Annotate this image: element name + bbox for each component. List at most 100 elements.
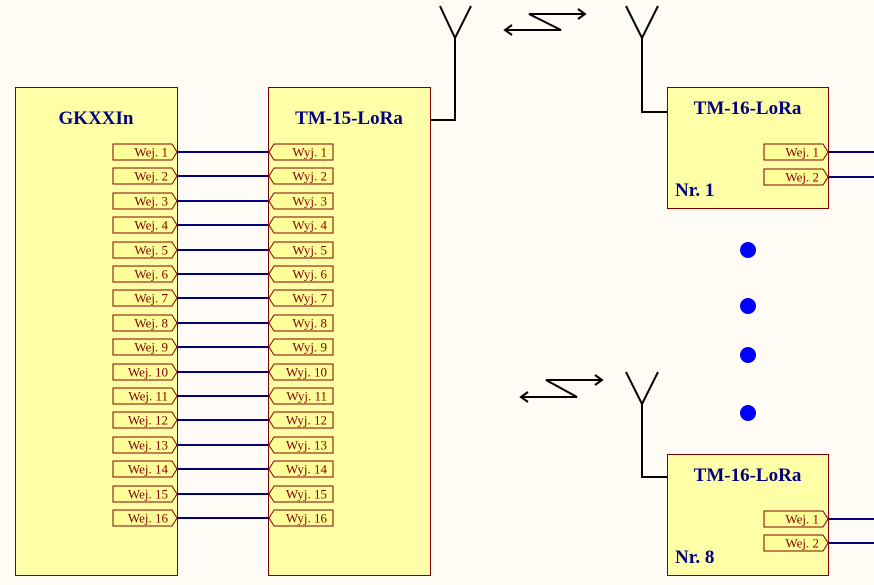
block-title: TM-15-LoRa: [295, 108, 403, 129]
port-3[interactable]: Wej. 3: [112, 192, 178, 210]
port-label: Wyj. 14: [286, 462, 328, 477]
port-label: Wej. 9: [134, 340, 168, 355]
antenna-icon-tm15: [430, 5, 472, 121]
port-label: Wyj. 11: [286, 389, 327, 404]
port-10[interactable]: Wej. 10: [112, 363, 178, 381]
port-1[interactable]: Wej. 1: [763, 143, 829, 161]
port-4[interactable]: Wej. 4: [112, 216, 178, 234]
port-shape: [268, 460, 334, 478]
port-16[interactable]: Wej. 16: [112, 509, 178, 527]
port-1[interactable]: Wej. 1: [763, 510, 829, 528]
block-number: Nr. 1: [675, 180, 714, 201]
port-2[interactable]: Wej. 2: [763, 168, 829, 186]
port-13[interactable]: Wej. 13: [112, 436, 178, 454]
port-3[interactable]: Wyj. 3: [268, 192, 334, 210]
port-10[interactable]: Wyj. 10: [268, 363, 334, 381]
block-title: TM-16-LoRa: [694, 98, 802, 119]
port-7[interactable]: Wyj. 7: [268, 289, 334, 307]
port-label: Wej. 2: [134, 169, 168, 184]
port-shape: [112, 509, 178, 527]
port-6[interactable]: Wyj. 6: [268, 265, 334, 283]
port-label: Wyj. 1: [292, 145, 327, 160]
port-shape: [268, 265, 334, 283]
port-4[interactable]: Wyj. 4: [268, 216, 334, 234]
port-shape: [112, 241, 178, 259]
port-label: Wyj. 15: [286, 487, 327, 502]
port-shape: [268, 509, 334, 527]
port-shape: [112, 216, 178, 234]
port-label: Wej. 13: [128, 438, 168, 453]
port-6[interactable]: Wej. 6: [112, 265, 178, 283]
port-shape: [112, 143, 178, 161]
port-15[interactable]: Wyj. 15: [268, 485, 334, 503]
port-shape: [112, 411, 178, 429]
port-13[interactable]: Wyj. 13: [268, 436, 334, 454]
port-shape: [268, 338, 334, 356]
port-label: Wej. 1: [134, 145, 168, 160]
port-label: Wyj. 2: [292, 169, 327, 184]
port-5[interactable]: Wyj. 5: [268, 241, 334, 259]
port-5[interactable]: Wej. 5: [112, 241, 178, 259]
ellipsis-dot: [740, 405, 756, 421]
port-shape: [268, 289, 334, 307]
ellipsis-dot: [740, 347, 756, 363]
port-label: Wyj. 9: [292, 340, 327, 355]
port-label: Wyj. 8: [292, 316, 327, 331]
port-shape: [112, 192, 178, 210]
port-11[interactable]: Wej. 11: [112, 387, 178, 405]
port-2[interactable]: Wej. 2: [112, 167, 178, 185]
port-8[interactable]: Wej. 8: [112, 314, 178, 332]
port-2[interactable]: Wej. 2: [763, 534, 829, 552]
port-shape: [112, 460, 178, 478]
port-label: Wyj. 16: [286, 511, 328, 526]
port-shape: [112, 167, 178, 185]
port-label: Wej. 3: [134, 194, 168, 209]
port-label: Wej. 12: [128, 413, 168, 428]
radio-link-arrow-icon-top: [503, 8, 587, 36]
port-1[interactable]: Wyj. 1: [268, 143, 334, 161]
port-label: Wej. 4: [134, 218, 168, 233]
port-shape: [763, 168, 829, 186]
ellipsis-dot: [740, 242, 756, 258]
port-11[interactable]: Wyj. 11: [268, 387, 334, 405]
port-9[interactable]: Wyj. 9: [268, 338, 334, 356]
port-label: Wyj. 12: [286, 413, 327, 428]
radio-link-arrow-icon-bottom: [519, 374, 604, 403]
port-label: Wej. 1: [785, 145, 819, 160]
port-12[interactable]: Wej. 12: [112, 411, 178, 429]
port-shape: [268, 485, 334, 503]
antenna-icon-tm16-nr8: [625, 371, 667, 478]
port-label: Wej. 5: [134, 243, 168, 258]
port-shape: [112, 265, 178, 283]
port-shape: [268, 143, 334, 161]
port-label: Wej. 2: [785, 536, 819, 551]
port-8[interactable]: Wyj. 8: [268, 314, 334, 332]
port-shape: [268, 436, 334, 454]
port-9[interactable]: Wej. 9: [112, 338, 178, 356]
port-14[interactable]: Wyj. 14: [268, 460, 334, 478]
port-7[interactable]: Wej. 7: [112, 289, 178, 307]
port-16[interactable]: Wyj. 16: [268, 509, 334, 527]
port-label: Wyj. 5: [292, 243, 327, 258]
port-label: Wyj. 13: [286, 438, 327, 453]
port-shape: [112, 485, 178, 503]
port-shape: [268, 216, 334, 234]
port-label: Wej. 7: [134, 291, 168, 306]
port-12[interactable]: Wyj. 12: [268, 411, 334, 429]
port-shape: [268, 167, 334, 185]
port-shape: [268, 241, 334, 259]
port-shape: [112, 436, 178, 454]
port-2[interactable]: Wyj. 2: [268, 167, 334, 185]
port-label: Wyj. 7: [292, 291, 327, 306]
port-15[interactable]: Wej. 15: [112, 485, 178, 503]
port-label: Wyj. 6: [292, 267, 327, 282]
port-14[interactable]: Wej. 14: [112, 460, 178, 478]
port-shape: [268, 363, 334, 381]
port-1[interactable]: Wej. 1: [112, 143, 178, 161]
